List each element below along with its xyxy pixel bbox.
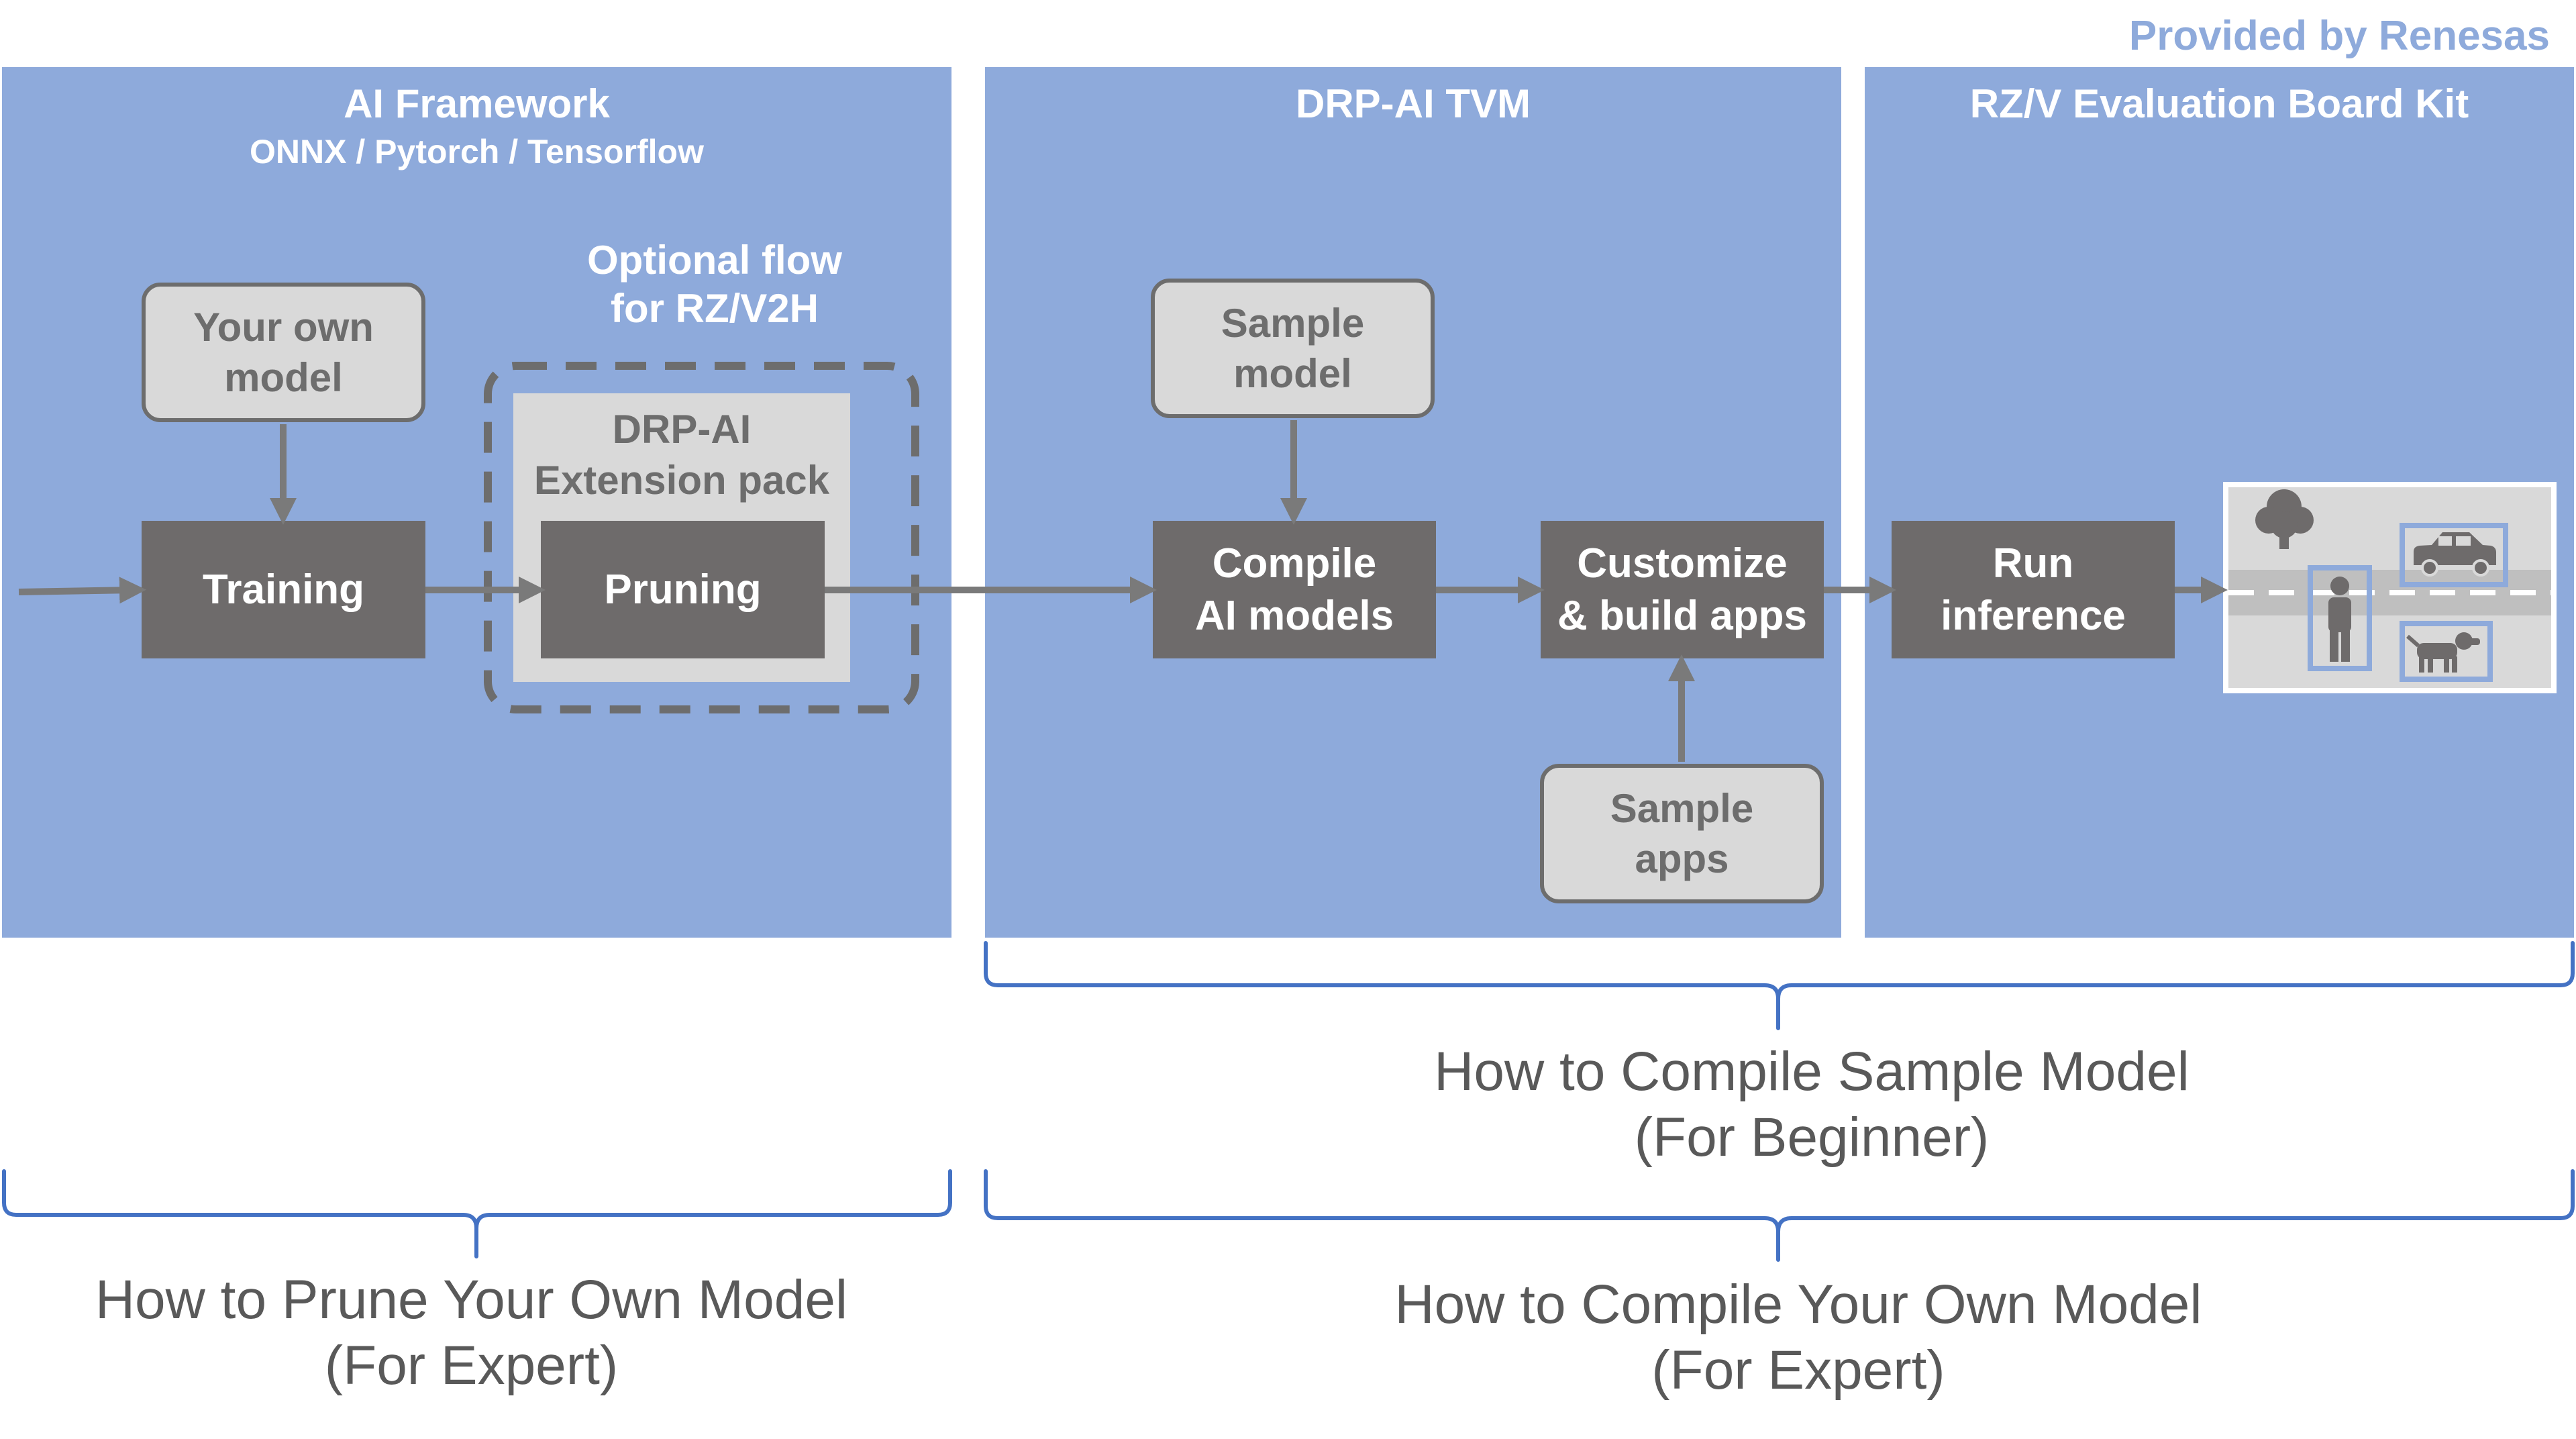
car-icon [2400, 523, 2508, 587]
ai-framework-subtitle: ONNX / Pytorch / Tensorflow [250, 133, 704, 170]
compile-own-brace [984, 1169, 2575, 1262]
your-own-model-node: Your own model [142, 283, 425, 422]
optional-flow-label: Optional flow for RZ/V2H [587, 238, 842, 331]
rzv-board-title: RZ/V Evaluation Board Kit [1969, 81, 2469, 126]
pruning-node: Pruning [541, 521, 825, 658]
tree-icon [2255, 489, 2314, 549]
extension-pack-label: DRP-AI Extension pack [533, 407, 830, 503]
sample-model-node: Sample model [1151, 279, 1435, 418]
optional-flow-outline [484, 362, 919, 713]
person-icon [2308, 565, 2372, 671]
run-inference-node: Run inference [1892, 521, 2175, 658]
sample-apps-node: Sample apps [1540, 764, 1824, 903]
prune-own-brace [2, 1169, 952, 1258]
compile-ai-models-node: Compile AI models [1153, 521, 1436, 658]
compile-sample-brace [984, 941, 2575, 1030]
drp-ai-tvm-title: DRP-AI TVM [1296, 81, 1531, 126]
compile-sample-model-caption: How to Compile Sample Model (For Beginne… [1434, 1041, 2189, 1169]
provided-by-label: Provided by Renesas [2128, 13, 2550, 59]
road-scene [2228, 570, 2551, 615]
input-arrow [18, 577, 146, 604]
dog-icon [2400, 621, 2493, 682]
customize-build-apps-node: Customize & build apps [1541, 521, 1824, 658]
ai-framework-title: AI Framework [344, 81, 610, 126]
prune-own-model-caption: How to Prune Your Own Model (For Expert) [95, 1269, 848, 1397]
compile-own-model-caption: How to Compile Your Own Model (For Exper… [1394, 1274, 2202, 1401]
training-node: Training [142, 521, 425, 658]
